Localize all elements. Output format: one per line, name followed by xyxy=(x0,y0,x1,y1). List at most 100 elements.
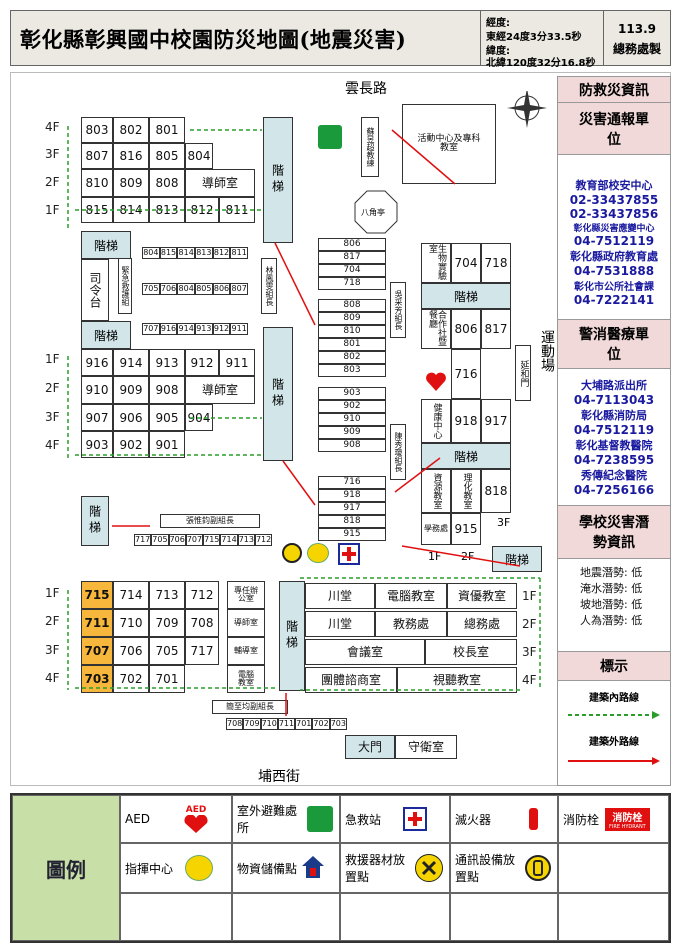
room: 915 xyxy=(318,528,386,541)
header-maker: 總務處製 xyxy=(612,42,661,56)
hydrant-icon-text: 消防栓 xyxy=(612,812,643,824)
comm-icon xyxy=(282,543,302,563)
small-row: 717 705 706 707 715 714 713 712 xyxy=(134,534,273,546)
room: 906 xyxy=(113,404,149,431)
room: 918 xyxy=(318,489,386,502)
activity-center: 活動中心及專科教室 xyxy=(402,104,496,184)
group-label: 蘇昱超教練 xyxy=(361,117,379,177)
evac-icon xyxy=(307,806,333,832)
room: 910 xyxy=(81,376,113,404)
floor-label: 3F xyxy=(497,516,511,529)
room: 707 xyxy=(142,323,160,335)
group-label: 緊急救護組 xyxy=(118,258,132,314)
stairs: 階梯 xyxy=(279,581,305,691)
podium: 司令台 xyxy=(81,259,109,321)
room: 導師室 xyxy=(227,609,265,637)
room: 707 xyxy=(185,534,204,546)
room: 視聽教室 xyxy=(397,667,517,693)
floor-label: 2F xyxy=(45,614,60,628)
pavilion xyxy=(354,190,398,234)
room: 703 xyxy=(81,665,113,693)
outer-route-line xyxy=(568,751,660,765)
room: 909 xyxy=(113,376,149,404)
legend-rescue: 救援器材放置點 xyxy=(340,843,450,893)
legend-hydrant-label: 消防栓 xyxy=(563,812,600,827)
floor-label: 1F xyxy=(45,203,60,217)
room: 710 xyxy=(260,718,278,730)
legend-extinguisher-label: 滅火器 xyxy=(455,812,492,827)
room: 706 xyxy=(159,283,178,295)
legend-firstaid: 急救站 xyxy=(340,795,450,843)
room: 811 xyxy=(219,197,255,223)
group-label: 林鳳雯組長 xyxy=(261,258,277,314)
legend-title-cell: 圖例 xyxy=(12,795,120,941)
room: 川堂 xyxy=(305,611,375,637)
hydrant-icon-en: FIRE HYDRANT xyxy=(609,823,646,830)
sidebar-report-heading: 災害通報單位 xyxy=(558,103,670,155)
room: 817 xyxy=(318,251,386,264)
room: 915 xyxy=(451,513,481,545)
room: 702 xyxy=(312,718,330,730)
contact-phone: 04-7512119 xyxy=(573,423,655,437)
room: 813 xyxy=(149,197,185,223)
street-south: 埔西街 xyxy=(258,769,300,785)
gate-yuehe: 延和門 xyxy=(515,345,531,401)
group-label: 陳秀瓊組長 xyxy=(390,424,406,480)
room: 713 xyxy=(237,534,255,546)
floor-label: 4F xyxy=(45,671,60,685)
floor-label: 1F xyxy=(45,352,60,366)
center-col2: 808 809 810 801 802 803 xyxy=(318,299,386,377)
room: 911 xyxy=(230,323,249,335)
group-text: 簡至均副組長 xyxy=(226,702,274,711)
extinguisher-icon xyxy=(529,808,539,830)
room: 導師室 xyxy=(185,376,255,404)
room: 801 xyxy=(318,338,386,351)
room: 818 xyxy=(481,469,511,513)
legend-aed: AED AED xyxy=(120,795,232,843)
room: 911 xyxy=(219,349,255,376)
room: 913 xyxy=(149,349,185,376)
room: 理化教室 xyxy=(451,469,481,513)
room: 715 xyxy=(81,581,113,609)
room: 704 xyxy=(451,243,481,283)
room: 706 xyxy=(113,637,149,665)
contacts-report: 教育部校安中心 02-33437855 02-33437856 彰化縣災害應變中… xyxy=(558,177,670,307)
small-row: 705 706 804 805 806 807 xyxy=(142,283,249,295)
room: 914 xyxy=(177,323,196,335)
command-icon xyxy=(307,543,329,563)
room: 資源教室 xyxy=(421,469,451,513)
group-label: 張惟鈞副組長 xyxy=(160,514,260,528)
potential-item: 人為潛勢: 低 xyxy=(580,614,643,627)
room: 學務處 xyxy=(421,513,451,545)
contact-phone: 04-7256166 xyxy=(573,483,655,497)
room: 807 xyxy=(81,143,113,169)
room: 813 xyxy=(195,247,213,259)
header-bar xyxy=(10,10,671,66)
contact-name: 彰化縣消防局 xyxy=(581,409,647,422)
room: 810 xyxy=(318,325,386,338)
room: 802 xyxy=(113,117,149,143)
room: 會議室 xyxy=(305,639,425,665)
floor-label: 2F xyxy=(45,175,60,189)
legend-hydrant: 消防栓 消防栓 FIRE HYDRANT xyxy=(558,795,669,843)
room: 912 xyxy=(185,349,219,376)
legend-extinguisher: 滅火器 xyxy=(450,795,558,843)
room: 818 xyxy=(318,515,386,528)
room: 903 xyxy=(318,387,386,400)
room: 815 xyxy=(159,247,178,259)
contact-name: 秀傳紀念醫院 xyxy=(581,469,647,482)
coord-lat: 北緯120度32分16.8秒 xyxy=(486,58,596,69)
legend-command-label: 指揮中心 xyxy=(125,861,174,876)
room: 714 xyxy=(220,534,238,546)
stairs: 階梯 xyxy=(263,327,293,461)
floor-label: 2F xyxy=(45,381,60,395)
contact-name: 彰化基督教醫院 xyxy=(575,439,653,452)
room: 917 xyxy=(318,502,386,515)
small-row: 708 709 710 711 701 702 703 xyxy=(226,718,347,730)
room: 802 xyxy=(318,351,386,364)
legend-firstaid-label: 急救站 xyxy=(345,812,382,827)
room: 總務處 xyxy=(447,611,517,637)
sidebar-title: 防救災資訊 xyxy=(558,77,670,103)
potential-item: 地震潛勢: 低 xyxy=(580,566,643,579)
room: 717 xyxy=(185,637,219,665)
